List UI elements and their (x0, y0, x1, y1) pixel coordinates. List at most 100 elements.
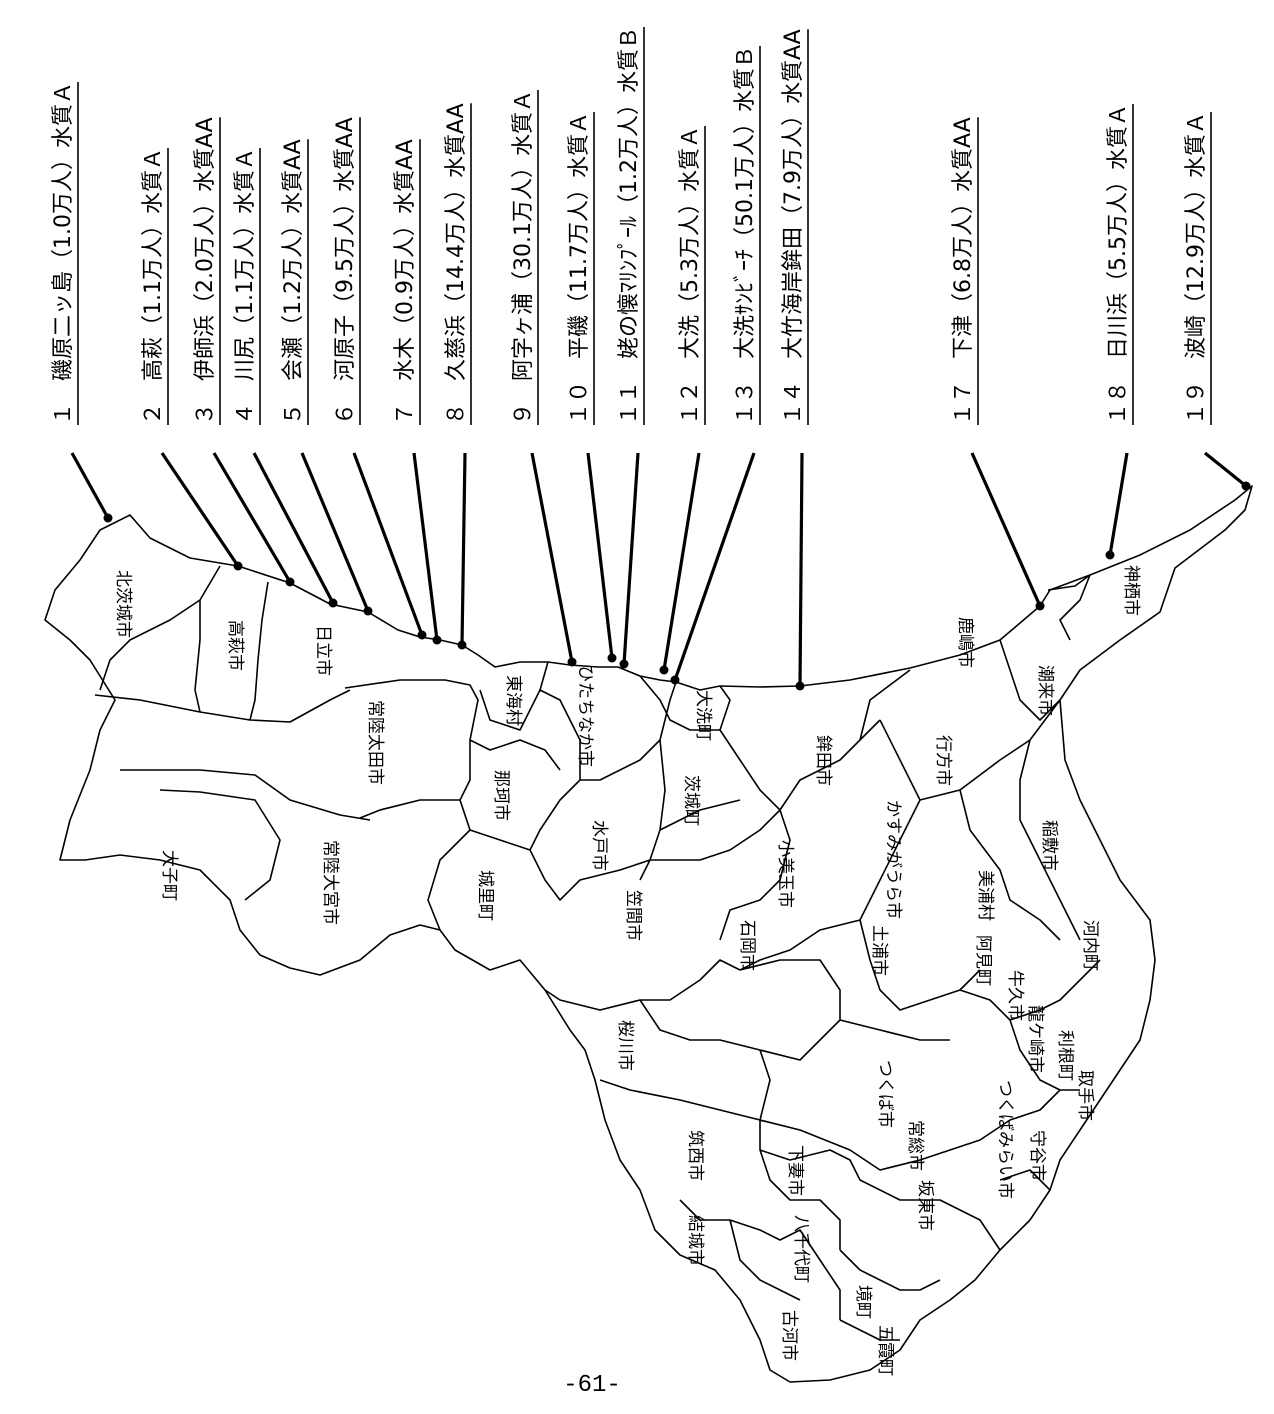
municipality-label: 利根町 (1055, 1030, 1075, 1081)
beach-location-dot (795, 681, 805, 691)
beach-leader-line (662, 452, 701, 671)
beach-location-dot (432, 635, 442, 645)
municipality-label: 北茨城市 (113, 570, 133, 638)
beach-label: ９ 阿字ヶ浦（30.1万人）水質Ａ (511, 90, 536, 425)
beach-label: １８ 日川浜（5.5万人）水質Ａ (1106, 104, 1131, 425)
beach-label: １４ 大竹海岸鉾田（7.9万人）水質AA (781, 29, 806, 425)
municipality-label: 石岡市 (737, 920, 757, 971)
municipality-label: かすみがうら市 (883, 800, 903, 919)
beach-location-dot (670, 675, 680, 685)
beach-leader-line (622, 452, 640, 665)
beach-label: ４ 川尻（1.1万人）水質Ａ (233, 148, 258, 425)
beach-leader-line (460, 452, 467, 646)
municipality-label: 土浦市 (869, 925, 889, 976)
beach-leader-line (530, 452, 574, 663)
beach-leader-line (70, 452, 110, 519)
beach-label: ３ 伊師浜（2.0万人）水質AA (193, 117, 218, 425)
internal-boundaries (94, 565, 1101, 1341)
municipality-label: 下妻市 (785, 1145, 805, 1196)
beach-leader-line (673, 452, 756, 681)
municipality-label: 境町 (853, 1285, 873, 1319)
beach-leader-line (970, 452, 1042, 607)
municipality-label: つくば市 (875, 1060, 895, 1128)
municipality-label: 常総市 (905, 1120, 925, 1171)
beach-location-dot (285, 577, 295, 587)
municipality-label: 五霞町 (875, 1325, 895, 1376)
beach-location-dot (607, 653, 617, 663)
municipality-label: 高萩市 (225, 620, 245, 671)
beach-label: ７ 水木（0.9万人）水質AA (393, 139, 418, 425)
municipality-label: 大子町 (159, 850, 179, 901)
page-number: -61- (563, 1372, 621, 1399)
beach-location-dot (1105, 550, 1115, 560)
beach-leader-line (300, 452, 370, 612)
municipality-label: 桜川市 (615, 1020, 635, 1071)
municipality-label: 坂東市 (915, 1180, 935, 1231)
municipality-label: ひたちなか市 (575, 665, 595, 767)
beach-label: １ 磯原二ッ島（1.0万人）水質Ａ (51, 82, 76, 425)
beach-location-dot (1035, 601, 1045, 611)
municipality-label: 神栖市 (1121, 565, 1141, 616)
municipality-label: 龍ケ崎市 (1025, 1005, 1045, 1073)
municipality-label: 美浦村 (975, 870, 995, 921)
beach-leader-line (798, 452, 804, 687)
municipality-label: 潮来市 (1035, 665, 1055, 716)
municipality-label: 古河市 (779, 1310, 799, 1361)
beach-label: １９ 波崎（12.9万人）水質Ａ (1184, 112, 1209, 425)
municipality-label: 大洗町 (693, 690, 713, 741)
municipality-label: 河内町 (1080, 920, 1100, 971)
beach-label: ６ 河原子（9.5万人）水質AA (333, 117, 358, 425)
beach-leader-line (412, 452, 439, 641)
beach-leader-line (212, 452, 292, 583)
municipality-label: 鹿嶋市 (955, 617, 975, 668)
municipality-label: 守谷市 (1027, 1130, 1047, 1181)
municipality-label: 八千代町 (791, 1215, 811, 1283)
municipality-label: 取手市 (1075, 1070, 1095, 1121)
municipality-label: 牛久市 (1005, 970, 1025, 1021)
beach-leader-line (352, 452, 424, 636)
beach-label: １０ 平磯（11.7万人）水質Ａ (567, 112, 592, 425)
beach-leader-line (252, 452, 335, 604)
municipality-label: 結城市 (685, 1215, 705, 1266)
municipality-label: 茨城町 (681, 775, 701, 826)
beach-label: １７ 下津（6.8万人）水質AA (951, 117, 976, 425)
beach-location-dot (233, 561, 243, 571)
beach-label: ５ 会瀬（1.2万人）水質AA (281, 139, 306, 425)
municipality-label: 行方市 (933, 735, 953, 786)
beach-label: １２ 大洗（5.3万人）水質Ａ (678, 126, 703, 425)
municipality-label: 小美玉市 (775, 840, 795, 908)
municipality-label: 稲敷市 (1039, 820, 1059, 871)
boundary-hasaki (1047, 574, 1091, 591)
beach-leader-line (586, 452, 614, 659)
municipality-label: 水戸市 (589, 820, 609, 871)
municipality-label: 鉾田市 (813, 735, 833, 786)
beach-label: ２ 高萩（1.1万人）水質Ａ (141, 148, 166, 425)
beach-location-dot (567, 657, 577, 667)
municipality-label: 常陸太田市 (365, 700, 385, 785)
beach-location-dot (619, 659, 629, 669)
municipality-label: 笠間市 (623, 890, 643, 941)
beach-location-dot (457, 640, 467, 650)
beach-label: ８ 久慈浜（14.4万人）水質AA (444, 103, 469, 425)
municipality-label: 阿見町 (973, 935, 993, 986)
prefecture-outline (44, 485, 1253, 1383)
beach-label: １３ 大洗ｻﾝﾋﾞｰﾁ（50.1万人）水質Ｂ (733, 46, 758, 425)
municipality-label: 筑西市 (685, 1130, 705, 1181)
beach-location-dot (103, 513, 113, 523)
municipality-label: 城里町 (475, 870, 495, 921)
beach-leader-line (1203, 451, 1248, 488)
municipality-label: つくばみらい市 (995, 1080, 1015, 1199)
municipality-label: 東海村 (503, 675, 523, 726)
beach-label: １１ 姥の懐ﾏﾘﾝﾌﾟｰﾙ（1.2万人）水質Ｂ (617, 27, 642, 425)
beach-leader-line (160, 452, 240, 567)
beach-leader-line (1108, 452, 1129, 556)
municipality-label: 那珂市 (491, 770, 511, 821)
beach-location-dot (1241, 481, 1251, 491)
municipality-label: 常陸大宮市 (320, 840, 340, 925)
beach-location-dot (417, 630, 427, 640)
beach-location-dot (659, 665, 669, 675)
beach-location-dot (328, 598, 338, 608)
beach-location-dot (363, 606, 373, 616)
municipality-label: 日立市 (313, 625, 333, 676)
